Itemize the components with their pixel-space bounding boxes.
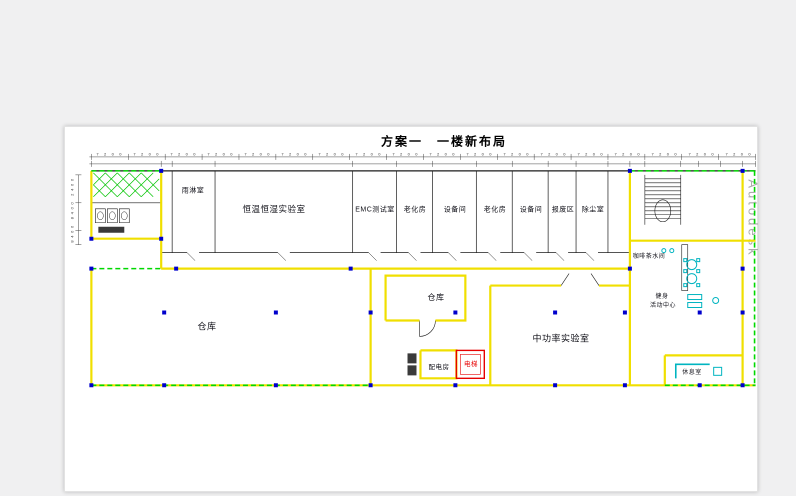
stair-hatch — [93, 172, 160, 198]
left-dimension-values: 8400 8400 2400 — [69, 178, 74, 243]
room-label-rain: 雨淋室 — [181, 187, 205, 195]
column-markers — [89, 168, 745, 388]
room-label-elevator: 电梯 — [464, 360, 478, 368]
room-label-fitness-line2: 活动中心 — [649, 303, 677, 309]
room-label-warehouse-main: 仓库 — [197, 321, 217, 332]
structural-walls — [91, 170, 756, 337]
room-label-aging-1: 老化房 — [403, 206, 427, 214]
dimension-lines — [75, 153, 756, 245]
room-label-mid-power-lab: 中功率实验室 — [532, 333, 590, 344]
room-label-power-room: 配电房 — [428, 363, 450, 371]
room-label-equipment-2: 设备间 — [519, 206, 543, 214]
green-dashed-lines — [91, 170, 756, 387]
equipment-blocks — [98, 226, 417, 376]
page-title: 方案一 一楼新布局 — [380, 134, 508, 149]
stairs — [644, 174, 682, 225]
elevator-shaft — [455, 349, 486, 380]
drawing-sheet: 方案一 一楼新布局 Autodesk 7200 7200 7200 7200 7… — [64, 126, 761, 492]
yellow-walls — [90, 170, 756, 387]
room-label-dust: 除尘室 — [581, 206, 605, 214]
floor-plan-drawing: 7200 7200 7200 7200 7200 7200 7200 7200 … — [69, 151, 756, 388]
room-label-coffee-pantry: 咖啡茶水间 — [632, 254, 666, 260]
room-label-fitness-line1: 健身 — [655, 294, 669, 300]
room-label-warehouse-small: 仓库 — [427, 293, 445, 302]
room-label-scrap: 报废区 — [551, 206, 575, 214]
furniture — [661, 248, 723, 379]
room-label-aging-2: 老化房 — [483, 206, 507, 214]
room-label-humidity-lab: 恒温恒湿实验室 — [242, 203, 306, 214]
room-label-lounge: 休息室 — [682, 370, 702, 376]
room-label-equipment-1: 设备间 — [443, 206, 467, 214]
top-dimension-values: 7200 7200 7200 7200 7200 7200 7200 7200 … — [96, 151, 751, 156]
room-label-emc: EMC测试室 — [355, 206, 395, 214]
